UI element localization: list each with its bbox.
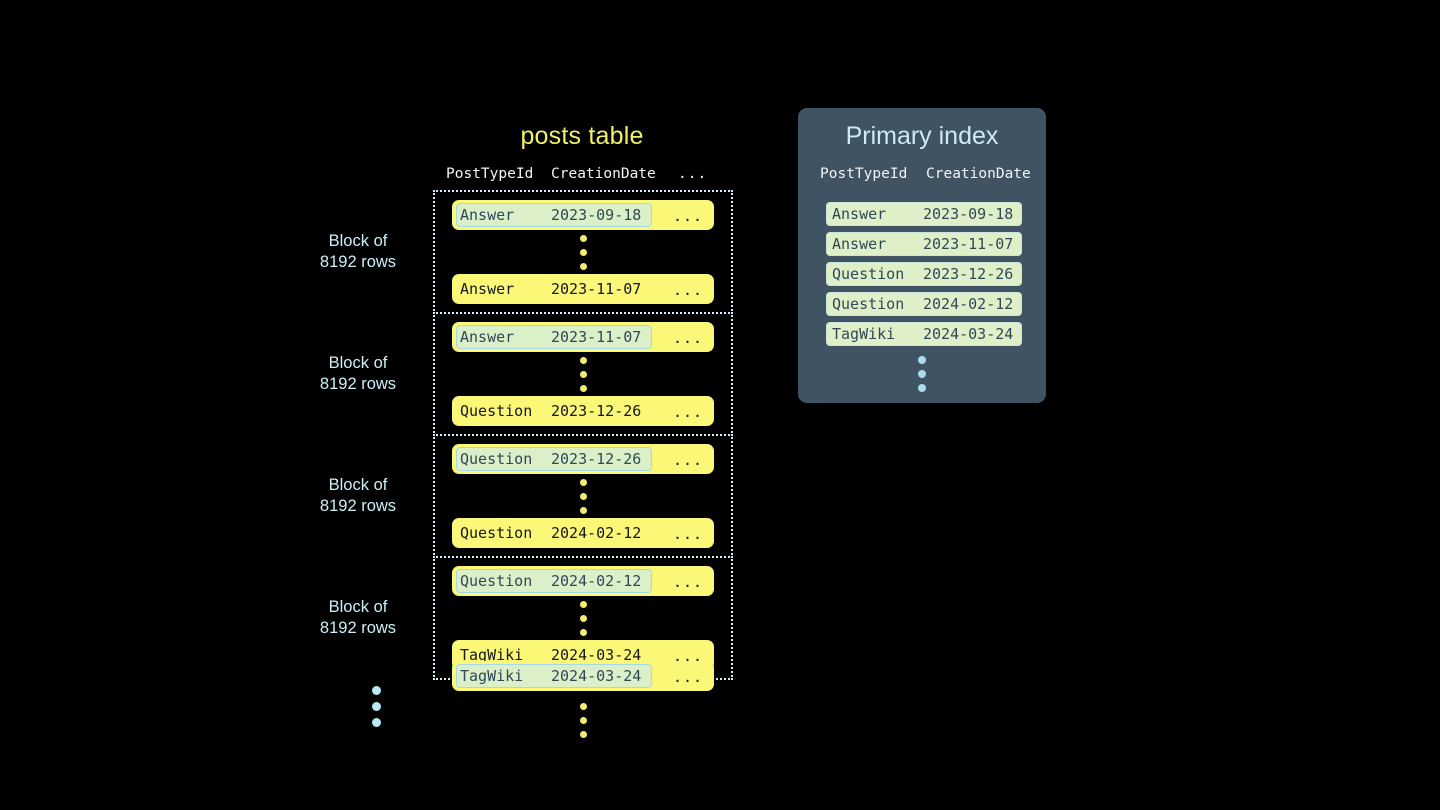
cell-posttypeid: Question bbox=[460, 572, 533, 590]
primary-index-rows: Answer 2023-09-18 Answer 2023-11-07 Ques… bbox=[826, 202, 1022, 352]
cell-creationdate: 2023-09-18 bbox=[551, 206, 642, 224]
table-row: Answer 2023-11-07 ... bbox=[452, 322, 714, 352]
cell-creationdate: 2023-12-26 bbox=[551, 402, 642, 420]
column-header-creationdate: CreationDate bbox=[926, 166, 1031, 182]
cell-posttypeid: Answer bbox=[460, 280, 515, 298]
block-label-line1: Block of bbox=[328, 598, 388, 616]
block-label: Block of 8192 rows bbox=[293, 353, 423, 395]
row-highlight-box bbox=[456, 569, 652, 593]
index-row: Answer 2023-09-18 bbox=[826, 202, 1022, 226]
cell-creationdate: 2023-12-26 bbox=[923, 265, 1014, 283]
index-row: Question 2024-02-12 bbox=[826, 292, 1022, 316]
cell-creationdate: 2024-02-12 bbox=[923, 295, 1014, 313]
cell-posttypeid: TagWiki bbox=[460, 646, 524, 664]
table-continuation-dots bbox=[433, 698, 733, 742]
cell-posttypeid: TagWiki bbox=[832, 325, 896, 343]
block-label: Block of 8192 rows bbox=[293, 597, 423, 639]
column-header-creationdate: CreationDate bbox=[551, 166, 656, 182]
block-label-line1: Block of bbox=[328, 354, 388, 372]
row-highlight-box bbox=[456, 447, 652, 471]
cell-posttypeid: Answer bbox=[832, 235, 887, 253]
index-row: Answer 2023-11-07 bbox=[826, 232, 1022, 256]
block-label-line1: Block of bbox=[328, 476, 388, 494]
cell-posttypeid: TagWiki bbox=[460, 667, 524, 685]
trailing-row-container: TagWiki 2024-03-24 ... bbox=[433, 661, 733, 691]
cell-more: ... bbox=[673, 668, 704, 686]
column-header-posttypeid: PostTypeId bbox=[446, 166, 534, 182]
vertical-ellipsis-dots bbox=[435, 352, 731, 396]
data-block: Block of 8192 rows Answer 2023-11-07 ...… bbox=[320, 312, 733, 436]
cell-posttypeid: Question bbox=[460, 524, 533, 542]
data-block: Block of 8192 rows Block of 8192 rows An… bbox=[320, 190, 733, 314]
cell-more: ... bbox=[673, 525, 704, 543]
cell-creationdate: 2023-12-26 bbox=[551, 450, 642, 468]
vertical-ellipsis-dots bbox=[435, 596, 731, 640]
table-row: Question 2023-12-26 ... bbox=[452, 444, 714, 474]
cell-more: ... bbox=[673, 403, 704, 421]
vertical-ellipsis-dots bbox=[435, 474, 731, 518]
primary-index-column-headers: PostTypeId CreationDate bbox=[820, 166, 1031, 186]
cell-more: ... bbox=[673, 329, 704, 347]
cell-creationdate: 2023-11-07 bbox=[551, 328, 642, 346]
block-label: Block of 8192 rows Block of 8192 rows bbox=[293, 231, 423, 273]
cell-creationdate: 2024-03-24 bbox=[551, 667, 642, 685]
table-row: Answer 2023-11-07 ... bbox=[452, 274, 714, 304]
cell-creationdate: 2023-11-07 bbox=[551, 280, 642, 298]
cell-posttypeid: Question bbox=[832, 265, 905, 283]
posts-table-blocks: Block of 8192 rows Block of 8192 rows An… bbox=[320, 190, 733, 680]
cell-more: ... bbox=[673, 207, 704, 225]
row-highlight-box bbox=[456, 325, 652, 349]
cell-creationdate: 2024-03-24 bbox=[923, 325, 1014, 343]
cell-more: ... bbox=[673, 281, 704, 299]
block-label-line2: 8192 rows bbox=[319, 253, 397, 271]
row-highlight-box bbox=[456, 664, 652, 688]
block-label-line2: 8192 rows bbox=[319, 619, 397, 637]
block-label-line1: Block of bbox=[328, 232, 388, 250]
primary-index-panel: Primary index PostTypeId CreationDate An… bbox=[798, 108, 1046, 403]
cell-creationdate: 2024-02-12 bbox=[551, 524, 642, 542]
cell-posttypeid: Answer bbox=[460, 328, 515, 346]
posts-table-column-headers: PostTypeId CreationDate ... bbox=[446, 166, 718, 186]
cell-more: ... bbox=[673, 451, 704, 469]
cell-posttypeid: Answer bbox=[832, 205, 887, 223]
cell-posttypeid: Question bbox=[460, 450, 533, 468]
cell-posttypeid: Question bbox=[832, 295, 905, 313]
blocks-continuation-dots bbox=[360, 684, 392, 728]
row-highlight-box bbox=[456, 203, 652, 227]
cell-creationdate: 2024-03-24 bbox=[551, 646, 642, 664]
cell-creationdate: 2024-02-12 bbox=[551, 572, 642, 590]
primary-index-title: Primary index bbox=[845, 122, 999, 150]
vertical-ellipsis-dots bbox=[435, 230, 731, 274]
column-header-more: ... bbox=[678, 166, 708, 182]
cell-posttypeid: Answer bbox=[460, 206, 515, 224]
table-row: Question 2024-02-12 ... bbox=[452, 518, 714, 548]
cell-creationdate: 2023-09-18 bbox=[923, 205, 1014, 223]
block-label-line2: 8192 rows bbox=[319, 375, 397, 393]
data-block: Block of 8192 rows Question 2023-12-26 .… bbox=[320, 434, 733, 558]
index-row: TagWiki 2024-03-24 bbox=[826, 322, 1022, 346]
index-row: Question 2023-12-26 bbox=[826, 262, 1022, 286]
cell-more: ... bbox=[673, 573, 704, 591]
table-row: Question 2024-02-12 ... bbox=[452, 566, 714, 596]
table-row: Question 2023-12-26 ... bbox=[452, 396, 714, 426]
column-header-posttypeid: PostTypeId bbox=[820, 166, 908, 182]
table-row: TagWiki 2024-03-24 ... bbox=[452, 661, 714, 691]
table-row: Answer 2023-09-18 ... bbox=[452, 200, 714, 230]
block-label: Block of 8192 rows bbox=[293, 475, 423, 517]
block-label-line2: 8192 rows bbox=[319, 497, 397, 515]
cell-posttypeid: Question bbox=[460, 402, 533, 420]
index-continuation-dots bbox=[798, 354, 1046, 394]
cell-creationdate: 2023-11-07 bbox=[923, 235, 1014, 253]
posts-table-title: posts table bbox=[520, 122, 644, 150]
cell-more: ... bbox=[673, 647, 704, 665]
